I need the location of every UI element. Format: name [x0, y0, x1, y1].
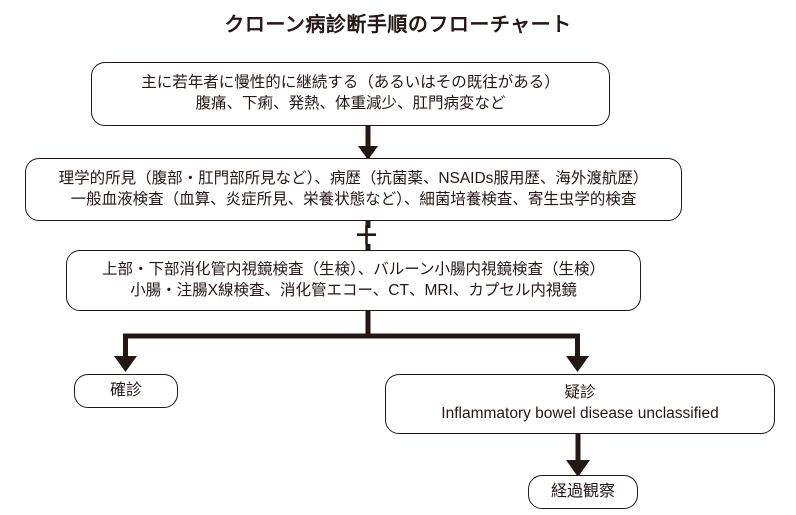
node-imaging-line-1: 上部・下部消化管内視鏡検査（生検）、バルーン小腸内視鏡検査（生検）	[102, 260, 605, 278]
branch-imaging-to-outcomes	[114, 311, 589, 372]
node-symptoms-line-1: 主に若年者に慢性的に継続する（あるいはその既往がある）	[141, 74, 560, 92]
node-confirmed-label: 確診	[109, 382, 142, 400]
node-history: 理学的所見（腹部・肛門部所見など）、病歴（抗菌薬、NSAIDs服用歴、海外渡航歴…	[25, 158, 682, 221]
arrow-suspected-to-followup	[566, 434, 590, 477]
node-suspected-line-2: Inflammatory bowel disease unclassified	[441, 405, 719, 422]
node-followup-label: 経過観察	[550, 483, 615, 501]
node-suspected: 疑診 Inflammatory bowel disease unclassifi…	[385, 374, 775, 434]
node-history-line-2: 一般血液検査（血算、炎症所見、栄養状態など）、細菌培養検査、寄生虫学的検査	[70, 190, 637, 208]
node-imaging-line-2: 小腸・注腸X線検査、消化管エコー、CT、MRI、カプセル内視鏡	[130, 281, 577, 299]
node-suspected-line-1: 疑診	[564, 384, 596, 402]
node-symptoms-line-2: 腹痛、下痢、発熱、体重減少、肛門病変など	[195, 95, 506, 112]
arrow-symptoms-to-history	[358, 126, 378, 160]
node-symptoms: 主に若年者に慢性的に継続する（あるいはその既往がある） 腹痛、下痢、発熱、体重減…	[91, 62, 610, 126]
node-imaging: 上部・下部消化管内視鏡検査（生検）、バルーン小腸内視鏡検査（生検） 小腸・注腸X…	[66, 250, 641, 311]
node-followup: 経過観察	[528, 475, 638, 509]
node-history-line-1: 理学的所見（腹部・肛門部所見など）、病歴（抗菌薬、NSAIDs服用歴、海外渡航歴…	[58, 169, 649, 187]
plus-connector: ＋	[354, 222, 380, 250]
node-confirmed: 確診	[74, 374, 178, 408]
page-title: クローン病診断手順のフローチャート	[224, 14, 572, 36]
